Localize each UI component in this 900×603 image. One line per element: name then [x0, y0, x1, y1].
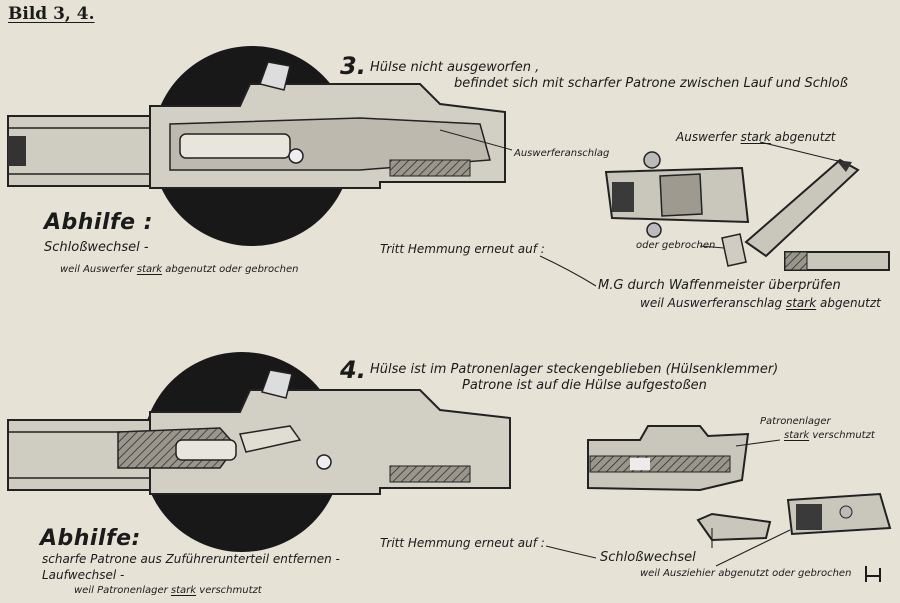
- fig4-gun-drawing: [7, 352, 511, 552]
- fig4-abhilfe-reason: weil Patronenlager stark verschmutzt: [74, 585, 262, 596]
- fig4-number: 4.: [340, 356, 366, 384]
- fig3-heading-2: befindet sich mit scharfer Patrone zwisc…: [454, 76, 848, 91]
- fig4-chamber-part: [587, 425, 750, 492]
- publisher-mark-icon: [865, 566, 881, 582]
- fig4-heading-2: Patrone ist auf die Hülse aufgestoßen: [462, 378, 707, 393]
- fig4-abhilfe-title: Abhilfe:: [40, 526, 141, 551]
- fig4-label-pl-condition: stark verschmutzt: [784, 430, 875, 441]
- fig4-heading-1: Hülse ist im Patronenlager steckengeblie…: [370, 362, 779, 377]
- fig3-mg-check: M.G durch Waffenmeister überprüfen: [598, 278, 841, 293]
- fig3-label-auswerferanschlag: Auswerferanschlag: [514, 148, 610, 159]
- page-title: Bild 3, 4.: [8, 4, 95, 24]
- fig3-gun-drawing: [7, 46, 513, 246]
- fig4-abhilfe-line2: Laufwechsel -: [42, 568, 125, 582]
- leader-lines: [539, 141, 843, 567]
- fig4-label-patronenlager: Patronenlager: [760, 416, 831, 427]
- fig4-schloss: Schloßwechsel: [600, 550, 696, 565]
- fig4-tritt: Tritt Hemmung erneut auf :: [380, 536, 545, 550]
- fig4-abhilfe-line1: scharfe Patrone aus Zuführerunterteil en…: [42, 552, 340, 566]
- fig3-tritt: Tritt Hemmung erneut auf :: [380, 242, 545, 256]
- fig3-anschlag-part: [784, 251, 890, 271]
- fig4-schloss-reason: weil Ausziehier abgenutzt oder gebrochen: [640, 568, 852, 579]
- fig4-extractor-part: [696, 512, 772, 542]
- fig3-label-oder-gebrochen: oder gebrochen: [636, 240, 716, 251]
- fig3-heading-1: Hülse nicht ausgeworfen ,: [370, 60, 540, 75]
- fig3-label-auswerfer: Auswerfer stark abgenutzt: [676, 130, 836, 144]
- fig3-extractor-rod: [721, 158, 860, 267]
- fig3-abhilfe-reason: weil Auswerfer stark abgenutzt oder gebr…: [60, 264, 299, 275]
- fig3-number: 3.: [340, 52, 366, 80]
- fig3-mg-reason: weil Auswerferanschlag stark abgenutzt: [640, 296, 881, 310]
- fig3-abhilfe-action: Schloßwechsel -: [44, 240, 149, 255]
- fig3-abhilfe-title: Abhilfe :: [44, 210, 153, 235]
- fig4-bolt-part: [786, 492, 892, 536]
- fig3-bolt-part: [604, 151, 750, 238]
